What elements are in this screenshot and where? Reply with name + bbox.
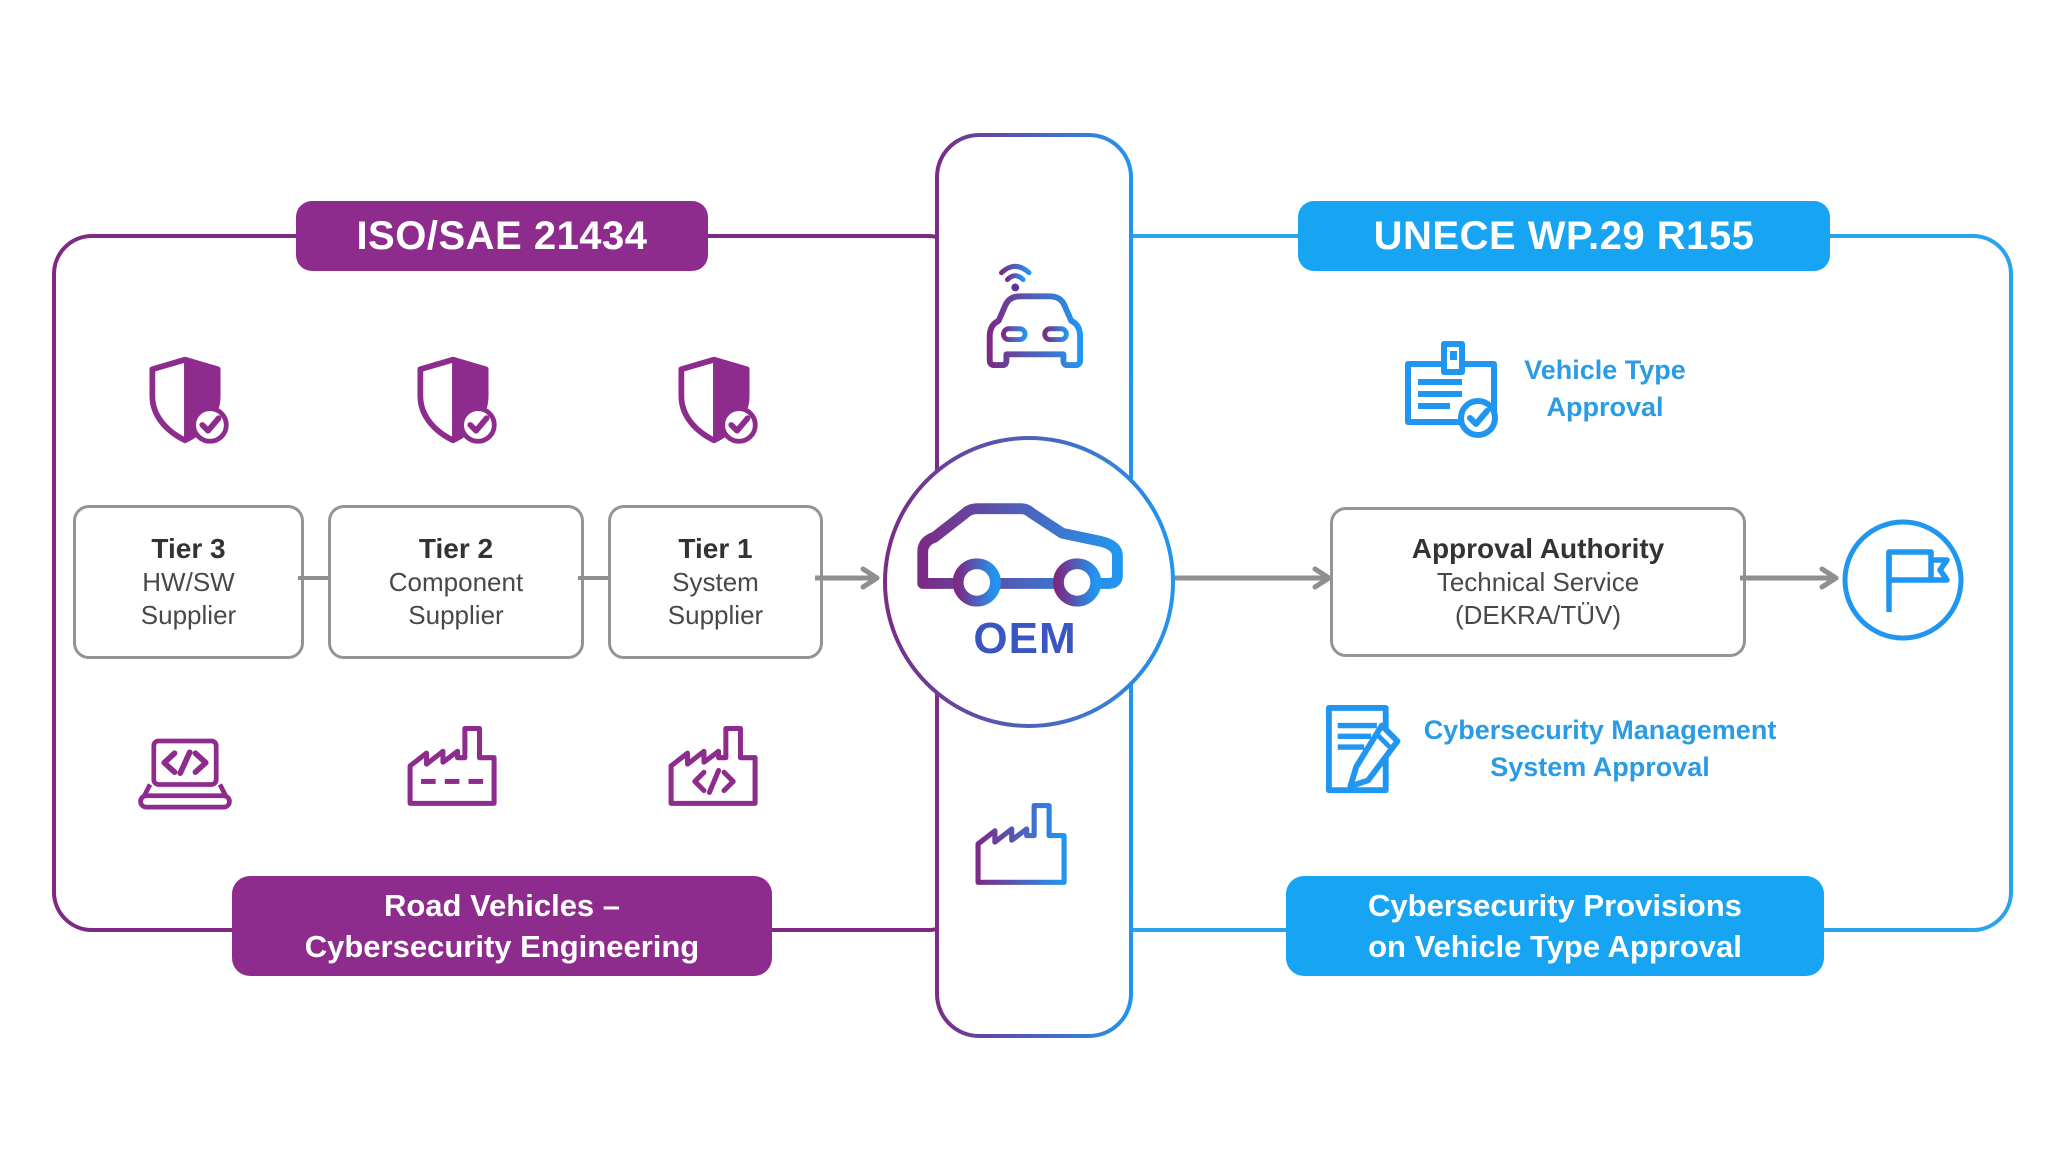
tier2-line2: Supplier (408, 600, 504, 630)
approval-authority-box: Approval Authority Technical Service (DE… (1330, 507, 1746, 657)
road-vehicles-badge: Road Vehicles – Cybersecurity Engineerin… (232, 876, 772, 976)
factory-icon (975, 803, 1067, 885)
prov-line1: Cybersecurity Provisions (1368, 888, 1742, 923)
authority-title: Approval Authority (1411, 533, 1665, 564)
tier2-tier1-connector (578, 576, 608, 580)
tier1-line1: System (672, 567, 759, 597)
unece-header-label: UNECE WP.29 R155 (1373, 213, 1755, 258)
csms-line1: Cybersecurity Management (1423, 715, 1777, 745)
tier1-to-oem-arrow (815, 566, 880, 590)
vta-line1: Vehicle Type (1524, 355, 1686, 385)
tier2-box: Tier 2 Component Supplier (328, 505, 584, 659)
tier3-title: Tier 3 (151, 533, 226, 564)
car-side-icon (917, 503, 1123, 607)
unece-header-badge: UNECE WP.29 R155 (1298, 201, 1830, 271)
connected-car-icon (986, 263, 1084, 369)
authority-to-flag-arrow (1740, 566, 1839, 590)
prov-line2: on Vehicle Type Approval (1368, 929, 1742, 964)
road-line2: Cybersecurity Engineering (304, 929, 700, 964)
cybersecurity-provisions-badge: Cybersecurity Provisions on Vehicle Type… (1286, 876, 1824, 976)
authority-line2: (DEKRA/TÜV) (1454, 600, 1622, 630)
tier3-line1: HW/SW (142, 567, 235, 597)
factory-code-icon (668, 725, 758, 806)
authority-line1: Technical Service (1436, 567, 1640, 597)
road-line1: Road Vehicles – (383, 888, 621, 923)
flag-icon (1842, 519, 1964, 641)
tier3-line2: Supplier (140, 600, 237, 630)
tier1-box: Tier 1 System Supplier (608, 505, 823, 659)
csms-approval-label: Cybersecurity Management System Approval (1415, 712, 1785, 786)
shield-check-icon (417, 356, 497, 444)
oem-label: OEM (973, 614, 1077, 663)
csms-line2: System Approval (1490, 752, 1710, 782)
tier2-title: Tier 2 (418, 533, 494, 564)
factory-icon (407, 725, 497, 806)
certificate-check-icon (1405, 341, 1498, 438)
tier1-line2: Supplier (667, 600, 764, 630)
tier3-box: Tier 3 HW/SW Supplier (73, 505, 304, 659)
vehicle-type-approval-label: Vehicle Type Approval (1490, 352, 1720, 426)
iso-header-label: ISO/SAE 21434 (356, 213, 648, 258)
document-pencil-icon (1325, 704, 1401, 794)
laptop-code-icon (138, 738, 232, 810)
shield-check-icon (149, 356, 229, 444)
tier3-tier2-connector (298, 576, 328, 580)
tier1-title: Tier 1 (678, 533, 753, 564)
vta-line2: Approval (1546, 392, 1664, 422)
oem-to-authority-arrow (1167, 566, 1332, 590)
iso-header-badge: ISO/SAE 21434 (296, 201, 708, 271)
shield-check-icon (678, 356, 758, 444)
tier2-line1: Component (388, 567, 524, 597)
